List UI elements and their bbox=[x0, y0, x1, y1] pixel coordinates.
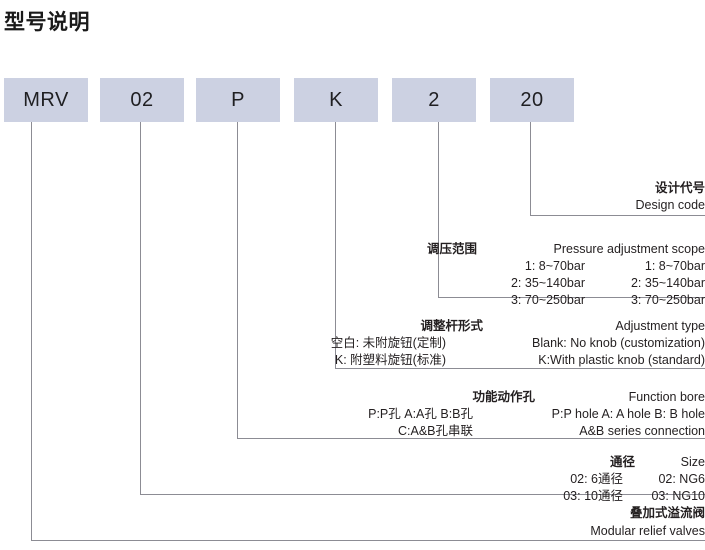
function-bore-row-1-cn: P:P孔 A:A孔 B:B孔 bbox=[368, 407, 473, 421]
callout-size: 通径 Size 02: 6通径 02: NG6 03: 10通径 03: NG1… bbox=[0, 454, 705, 505]
code-box-bore: P bbox=[196, 78, 280, 122]
function-bore-row-2-en: A&B series connection bbox=[579, 424, 705, 438]
adjustment-type-heading-en: Adjustment type bbox=[615, 319, 705, 333]
pressure-scope-heading-en: Pressure adjustment scope bbox=[553, 242, 705, 256]
size-row-1-cn: 02: 6通径 bbox=[570, 472, 623, 486]
code-box-designcode: 20 bbox=[490, 78, 574, 122]
model-code-row: MRV 02 P K 2 20 bbox=[0, 78, 705, 122]
pressure-scope-row-3-en: 3: 70~250bar bbox=[630, 293, 705, 307]
function-bore-heading-cn: 功能动作孔 bbox=[472, 390, 535, 404]
adjustment-type-heading-cn: 调整杆形式 bbox=[420, 319, 483, 333]
valve-type-heading-cn: 叠加式溢流阀 bbox=[629, 506, 705, 520]
code-box-series: MRV bbox=[4, 78, 88, 122]
size-row-1-en: 02: NG6 bbox=[658, 472, 705, 486]
function-bore-heading-en: Function bore bbox=[628, 390, 705, 404]
size-row-2-en: 03: NG10 bbox=[651, 489, 705, 503]
code-box-size: 02 bbox=[100, 78, 184, 122]
function-bore-row-1-en: P:P hole A: A hole B: B hole bbox=[551, 407, 705, 421]
callout-valve-type: 叠加式溢流阀 Modular relief valves bbox=[0, 505, 705, 540]
pressure-scope-row-3-cn: 3: 70~250bar bbox=[510, 293, 585, 307]
design-code-heading-cn: 设计代号 bbox=[654, 181, 705, 195]
adjustment-type-row-2-cn: K: 附塑料旋钮(标准) bbox=[334, 353, 446, 367]
code-box-pressure: 2 bbox=[392, 78, 476, 122]
adjustment-type-row-1-en: Blank: No knob (customization) bbox=[532, 336, 705, 350]
adjustment-type-row-1-cn: 空白: 未附旋钮(定制) bbox=[330, 336, 446, 350]
design-code-heading-en: Design code bbox=[635, 198, 705, 212]
callout-pressure-scope: 调压范围 Pressure adjustment scope 1: 8~70ba… bbox=[0, 241, 705, 309]
size-heading-cn: 通径 bbox=[609, 455, 635, 469]
pressure-scope-heading-cn: 调压范围 bbox=[426, 242, 477, 256]
adjustment-type-row-2-en: K:With plastic knob (standard) bbox=[538, 353, 705, 367]
callout-function-bore: 功能动作孔 Function bore P:P孔 A:A孔 B:B孔 P:P h… bbox=[0, 389, 705, 440]
valve-type-heading-en: Modular relief valves bbox=[590, 524, 705, 538]
pressure-scope-row-2-en: 2: 35~140bar bbox=[630, 276, 705, 290]
pressure-scope-row-2-cn: 2: 35~140bar bbox=[510, 276, 585, 290]
callout-adjustment-type: 调整杆形式 Adjustment type 空白: 未附旋钮(定制) Blank… bbox=[0, 318, 705, 369]
callout-design-code: 设计代号 Design code bbox=[0, 180, 705, 214]
code-box-adjust: K bbox=[294, 78, 378, 122]
size-heading-en: Size bbox=[680, 455, 705, 469]
size-row-2-cn: 03: 10通径 bbox=[563, 489, 623, 503]
pressure-scope-row-1-cn: 1: 8~70bar bbox=[524, 259, 585, 273]
pressure-scope-row-1-en: 1: 8~70bar bbox=[644, 259, 705, 273]
function-bore-row-2-cn: C:A&B孔串联 bbox=[397, 424, 473, 438]
page-title: 型号说明 bbox=[4, 11, 90, 34]
